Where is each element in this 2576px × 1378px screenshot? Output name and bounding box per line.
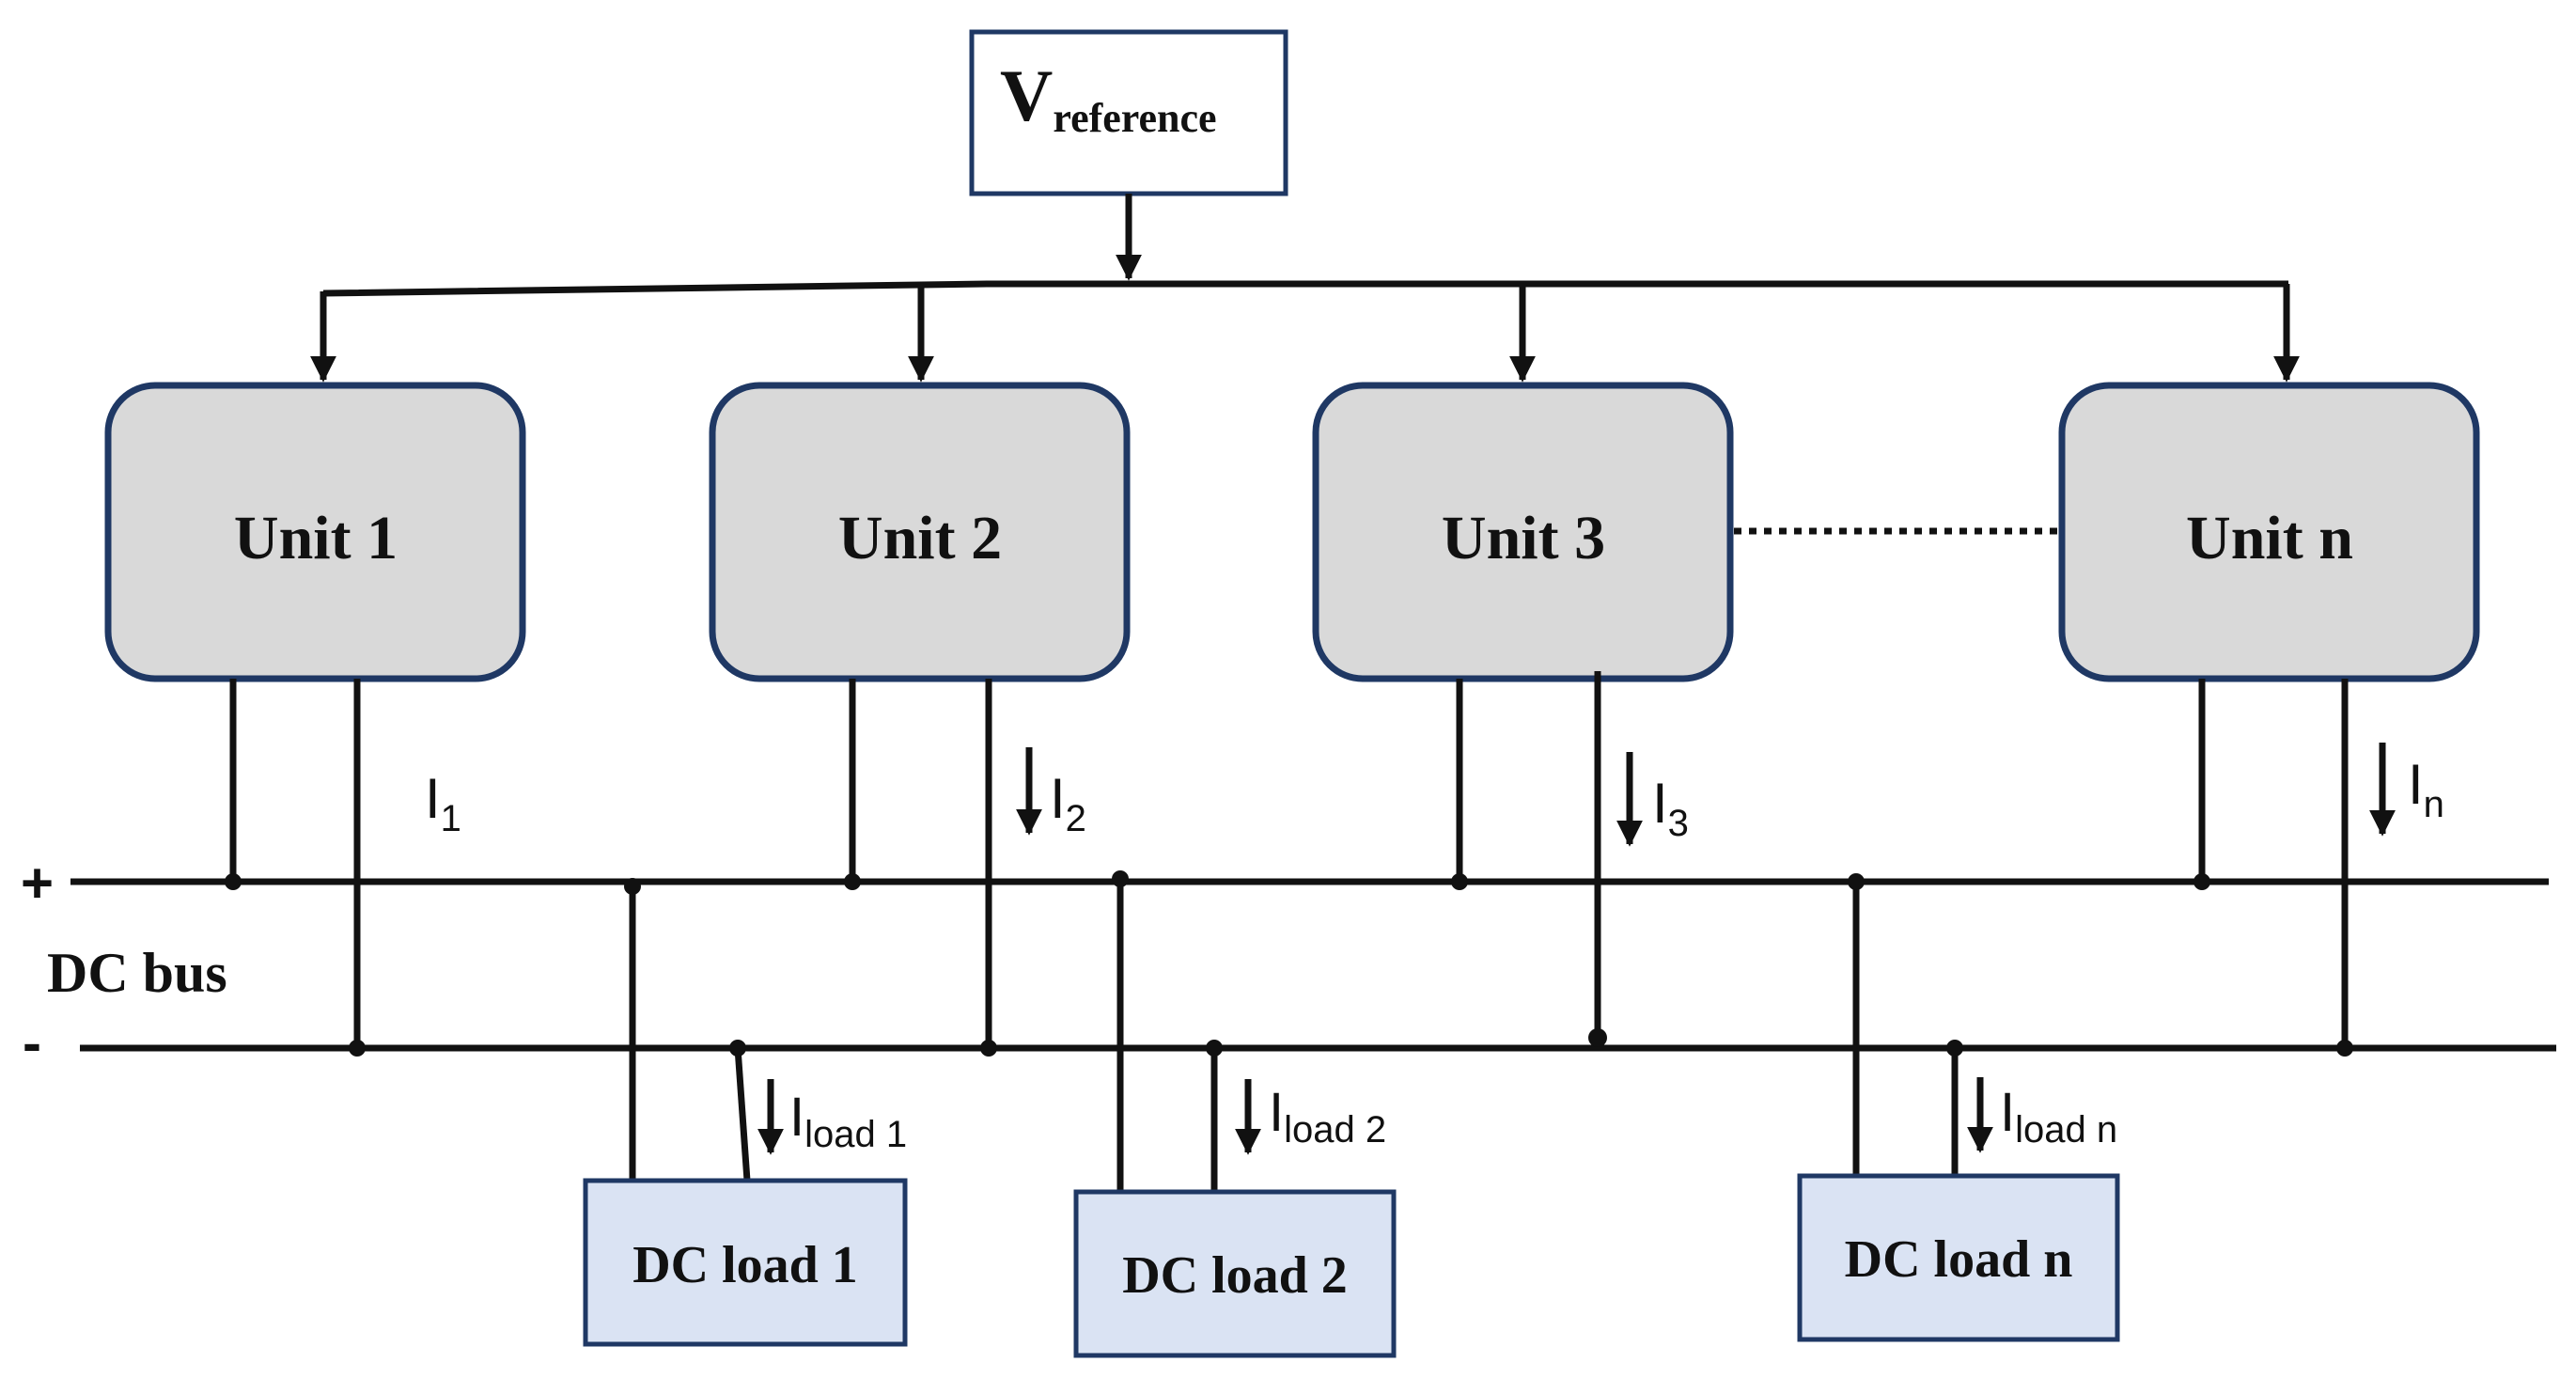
dc-load-2: DC load 2 <box>1073 1189 1397 1358</box>
unit-n: Unit n <box>2058 382 2480 682</box>
bus-minus-sign: - <box>23 1011 41 1074</box>
current-label-n: In <box>2408 753 2444 825</box>
dc-bus <box>70 878 2556 1052</box>
unit-n-label: Unit n <box>2186 504 2353 572</box>
reference-distribution-wires <box>310 194 2300 383</box>
bus-label: DC bus <box>47 942 227 1004</box>
unit-2-label: Unit 2 <box>838 504 1002 572</box>
unit-3-label: Unit 3 <box>1442 504 1605 572</box>
reference-block: Vreference <box>969 29 1288 196</box>
load-wires <box>629 882 1959 1192</box>
junction-dots <box>225 870 2353 1057</box>
current-label-1: I1 <box>425 767 461 839</box>
unit-2: Unit 2 <box>709 382 1131 682</box>
dc-load-n: DC load n <box>1797 1173 2120 1342</box>
bus-plus-sign: + <box>21 852 54 915</box>
load-current-arrows <box>757 1077 1993 1155</box>
dc-load-1: DC load 1 <box>583 1178 908 1347</box>
current-label-3: I3 <box>1652 772 1689 844</box>
reference-label: Vreference <box>1000 55 1217 141</box>
load-current-label-1: Iload 1 <box>789 1087 907 1155</box>
dc-load-1-label: DC load 1 <box>632 1236 858 1294</box>
load-current-label-n: Iload n <box>2000 1082 2117 1151</box>
unit-current-arrows <box>1016 743 2396 847</box>
dc-load-2-label: DC load 2 <box>1122 1246 1348 1305</box>
unit-1-label: Unit 1 <box>234 504 398 572</box>
unit-1: Unit 1 <box>104 382 526 682</box>
dc-load-n-label: DC load n <box>1845 1230 2073 1289</box>
load-current-label-2: Iload 2 <box>1269 1082 1386 1151</box>
unit-3: Unit 3 <box>1312 382 1734 682</box>
unit-wires <box>229 671 2349 1048</box>
current-label-2: I2 <box>1050 767 1086 839</box>
